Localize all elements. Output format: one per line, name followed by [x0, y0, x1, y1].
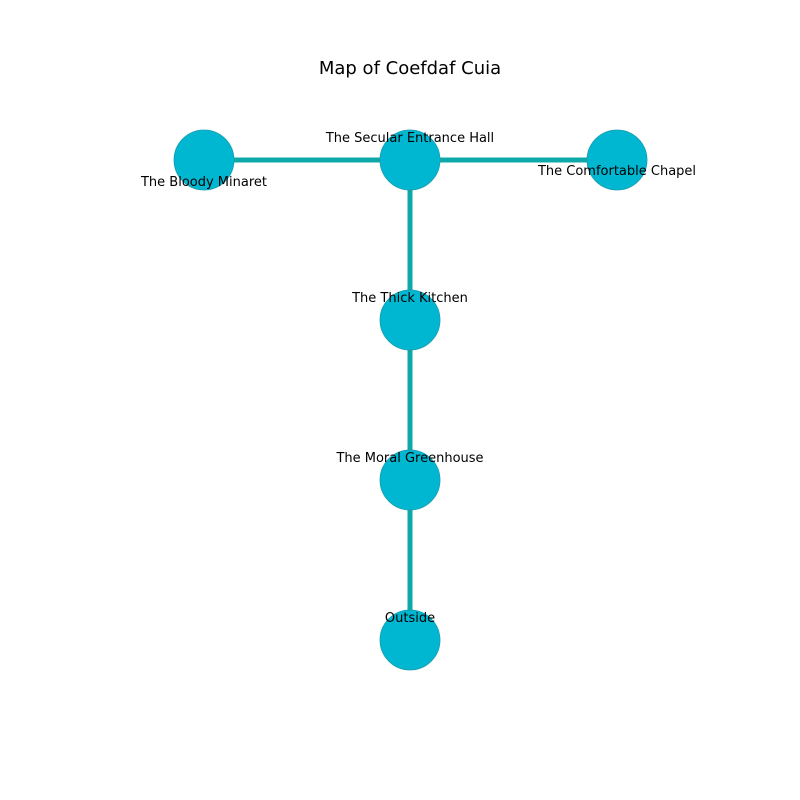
node-label-minaret: The Bloody Minaret	[140, 175, 267, 190]
node-label-outside: Outside	[385, 611, 435, 626]
node-label-chapel: The Comfortable Chapel	[537, 164, 696, 179]
node-kitchen	[379, 289, 441, 351]
node-greenhouse	[379, 449, 441, 511]
map-title: Map of Coefdaf Cuia	[319, 58, 501, 79]
node-label-greenhouse: The Moral Greenhouse	[335, 451, 483, 466]
node-chapel	[586, 129, 648, 191]
node-outside	[379, 609, 441, 671]
nodes-layer	[173, 129, 648, 671]
node-entrance	[379, 129, 441, 191]
edges-layer	[204, 157, 617, 640]
node-label-entrance: The Secular Entrance Hall	[325, 131, 494, 146]
node-label-kitchen: The Thick Kitchen	[351, 291, 468, 306]
node-minaret	[173, 129, 235, 191]
